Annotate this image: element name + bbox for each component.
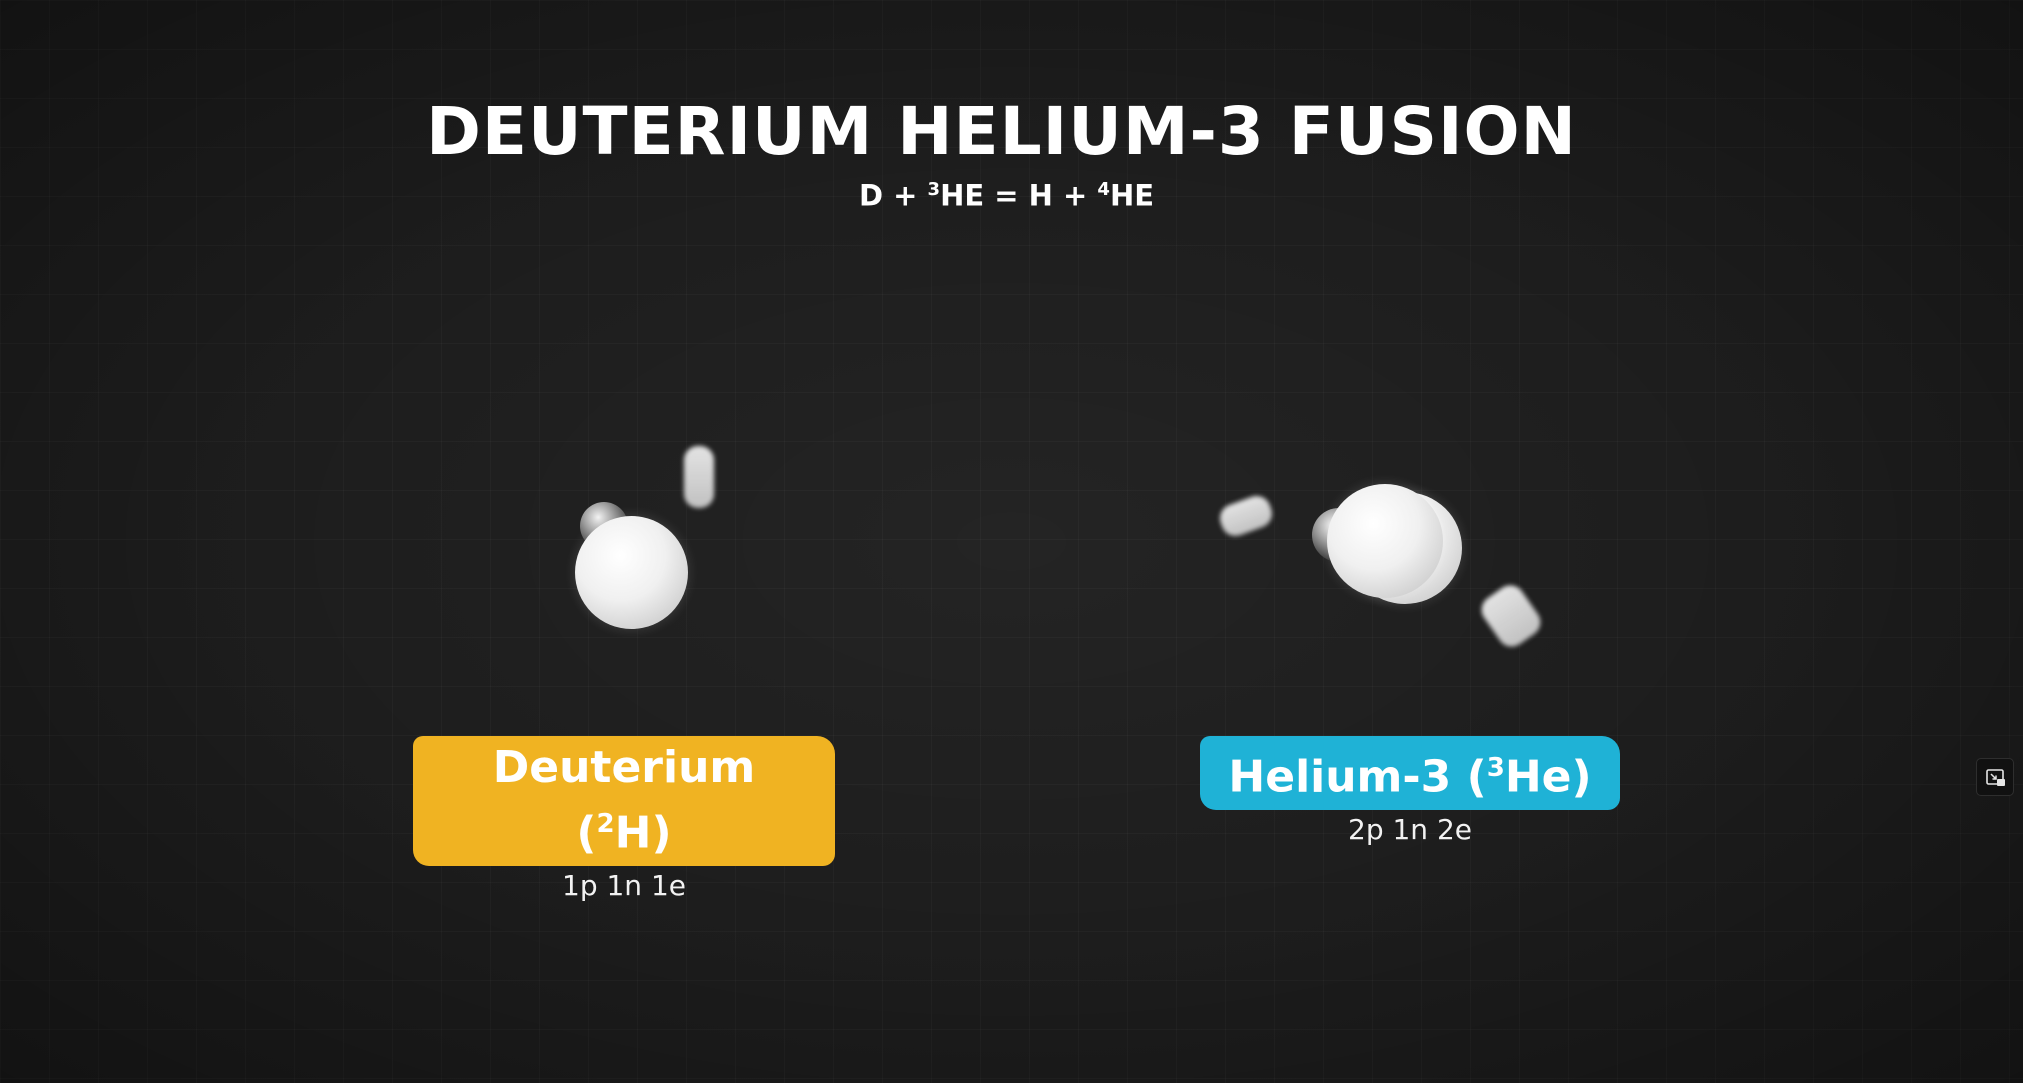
equation-part: HE = H + xyxy=(940,178,1098,213)
deuterium-proton xyxy=(575,516,688,629)
equation-part: HE xyxy=(1109,178,1155,213)
helium3-label: Helium-3 (3He) 2p 1n 2e xyxy=(1196,736,1624,848)
deuterium-name-suffix: H) xyxy=(614,807,672,859)
equation-part: D + xyxy=(858,178,928,213)
deuterium-composition: 1p 1n 1e xyxy=(562,868,686,902)
fusion-equation: D + 3HE = H + 4HE xyxy=(0,170,2013,216)
helium3-composition: 2p 1n 2e xyxy=(1348,812,1472,846)
picture-in-picture-icon xyxy=(1986,769,2005,786)
helium3-name-suffix: He) xyxy=(1504,751,1592,803)
page-title: DEUTERIUM HELIUM-3 FUSION xyxy=(426,93,1577,170)
helium3-name-badge: Helium-3 (3He) xyxy=(1200,736,1620,810)
equation-superscript: 3 xyxy=(927,179,941,200)
deuterium-label: Deuterium (2H) 1p 1n 1e xyxy=(413,736,835,904)
equation-superscript: 4 xyxy=(1097,179,1110,200)
helium3-superscript: 3 xyxy=(1486,753,1505,783)
deuterium-superscript: 2 xyxy=(596,809,615,839)
deuterium-name: Deuterium ( xyxy=(492,742,756,859)
deuterium-name-badge: Deuterium (2H) xyxy=(413,736,835,866)
helium3-name: Helium-3 ( xyxy=(1228,751,1487,803)
picture-in-picture-button[interactable] xyxy=(1976,758,2014,796)
helium3-proton xyxy=(1327,484,1443,598)
deuterium-electron xyxy=(684,446,714,508)
